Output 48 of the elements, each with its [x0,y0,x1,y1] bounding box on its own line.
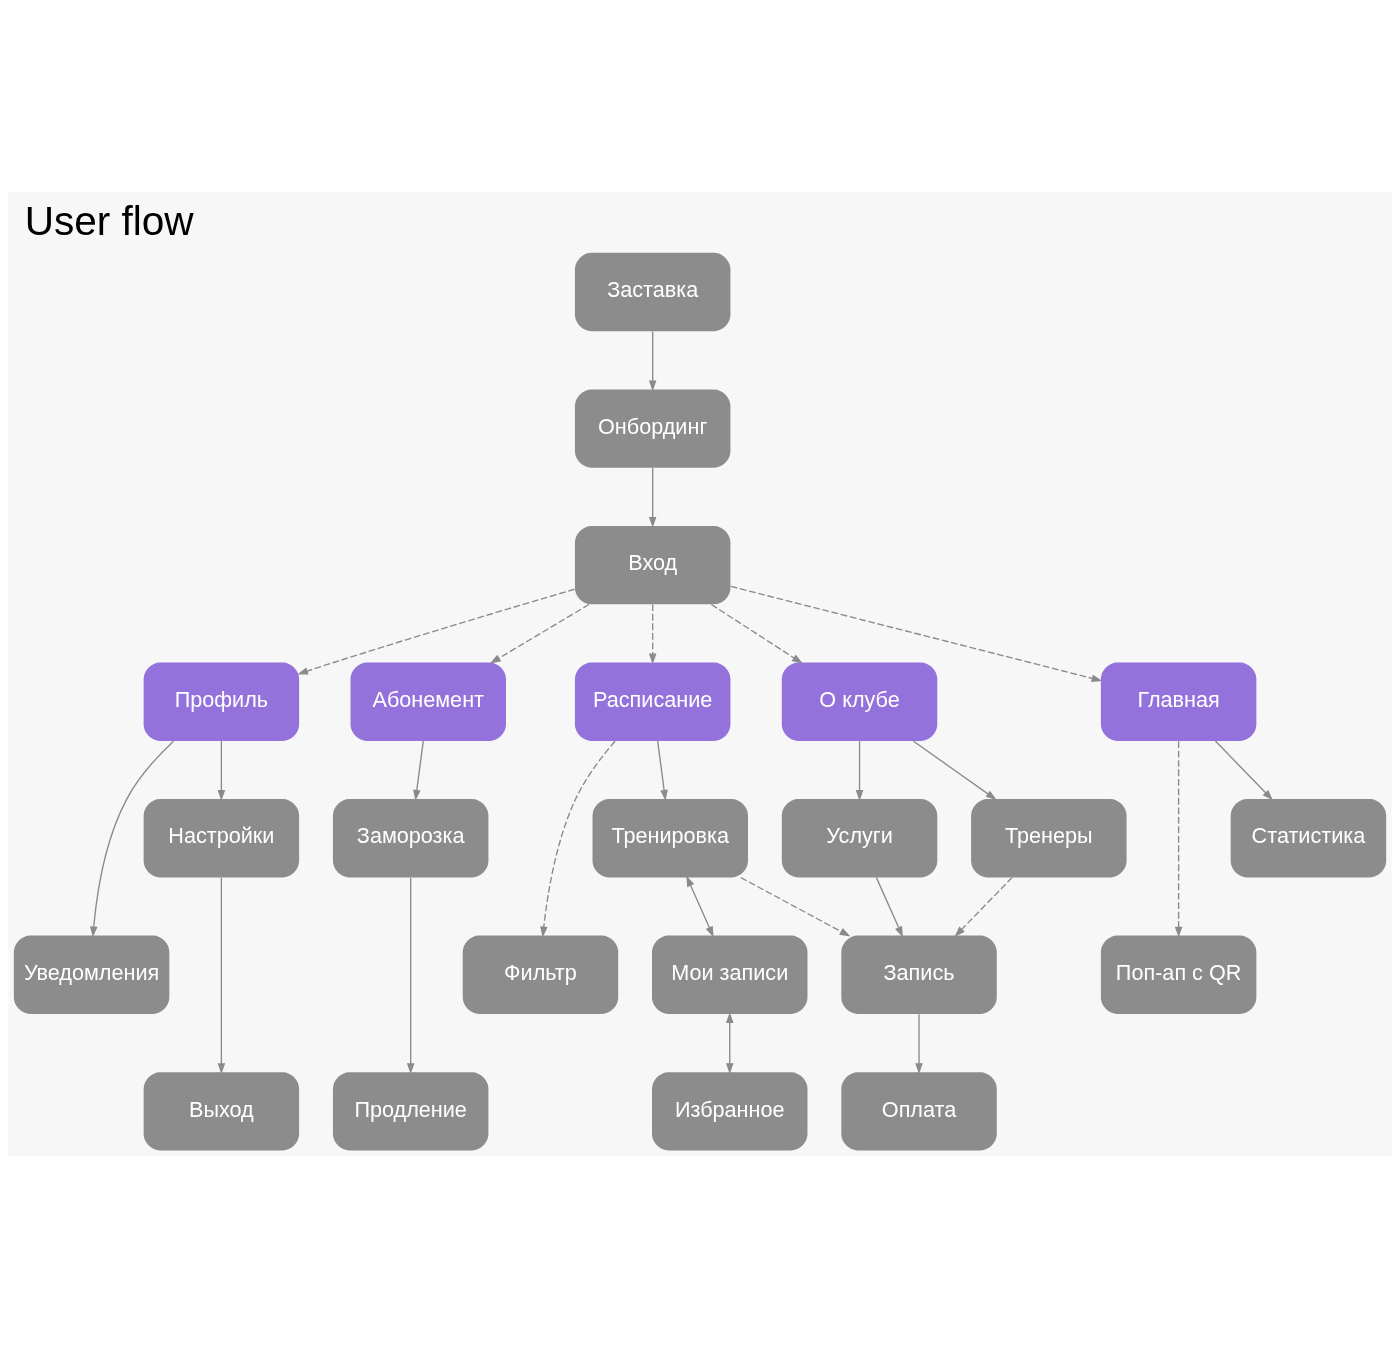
arrow [875,876,903,938]
node-box: Абонемент [350,662,506,741]
node-box: Продление [332,1072,489,1151]
node-box: Выход [143,1072,300,1151]
node-box: Запись [841,935,997,1015]
node-box: О клубе [781,662,938,741]
arrow [648,467,657,528]
arrow [217,877,226,1075]
node-box: Избранное [652,1072,808,1151]
arrow [855,740,864,801]
diagram-title: User flow [24,198,194,245]
arrow [217,740,226,801]
arrow [540,740,616,938]
arrow [740,876,851,937]
arrow [710,603,803,664]
arrow [915,1013,923,1074]
arrow [954,876,1013,937]
arrow [1214,740,1273,801]
node-box: Оплата [841,1072,997,1151]
arrow [406,877,415,1075]
arrow [297,588,576,675]
node-box: Статистика [1230,799,1387,878]
node-box: Вход [574,525,731,605]
node-box: Настройки [143,799,300,878]
arrow [657,740,668,801]
arrow [489,603,590,664]
node-box: Уведомления [13,935,170,1015]
arrow [648,603,657,665]
node-box: Расписание [574,662,731,741]
node-box: Тренировка [592,799,748,878]
node-box: Заморозка [332,799,489,878]
arrow [648,330,657,392]
arrow [413,740,424,801]
node-box: Главная [1100,662,1257,741]
arrow [686,875,714,938]
node-box: Услуги [781,799,938,878]
node-box: Поп-ап с QR [1100,935,1257,1015]
node-box: Профиль [143,662,300,741]
node-box: Мои записи [652,935,808,1015]
arrow [89,740,175,938]
arrow [912,740,997,800]
node-box: Заставка [574,252,731,332]
node-box: Фильтр [462,935,619,1015]
node-box: Тренеры [971,799,1127,878]
arrow [725,1012,734,1074]
node-box: Онбординг [574,389,731,468]
arrow [1174,740,1183,938]
arrow [730,585,1103,682]
